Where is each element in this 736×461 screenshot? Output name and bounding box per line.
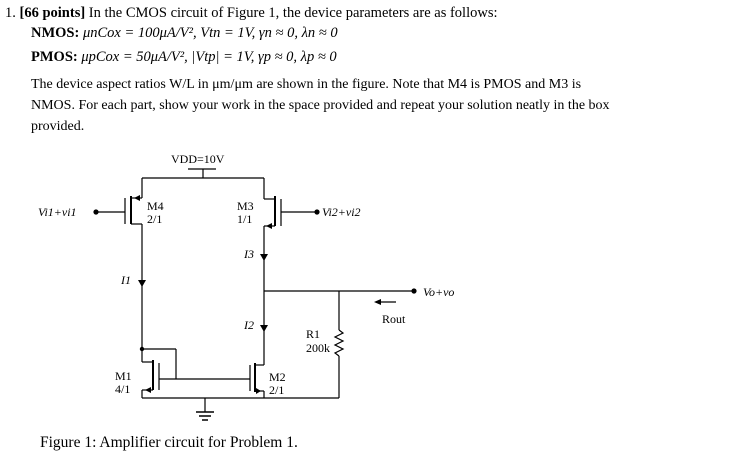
i1-label: I1	[120, 273, 131, 287]
transistor-m1	[139, 346, 250, 398]
problem-intro: In the CMOS circuit of Figure 1, the dev…	[88, 5, 498, 21]
m4-ratio: 2/1	[147, 212, 162, 226]
vdd-label: VDD=10V	[171, 152, 225, 166]
m1-name: M1	[115, 369, 132, 383]
r1-name: R1	[306, 327, 320, 341]
input-1-label: Vi1+vi1	[38, 205, 77, 219]
output-label: Vo+vo	[423, 285, 454, 299]
transistor-m2	[249, 363, 265, 398]
m1-ratio: 4/1	[115, 382, 130, 396]
ground-icon	[196, 398, 214, 421]
paragraph-line-1: The device aspect ratios W/L in μm/μm ar…	[31, 77, 582, 92]
input-2-label: Vi2+vi2	[322, 205, 361, 219]
rout-label: Rout	[382, 312, 406, 326]
m2-name: M2	[269, 370, 286, 384]
problem-header: 1. [66 points] In the CMOS circuit of Fi…	[5, 4, 498, 22]
i3-arrow	[260, 254, 268, 261]
m3-name: M3	[237, 199, 254, 213]
output-node	[411, 288, 417, 294]
nmos-params: μnCox = 100μA/V², Vtn = 1V, γn ≈ 0, λn ≈…	[82, 25, 338, 41]
r1-value: 200k	[306, 341, 330, 355]
i2-label: I2	[243, 318, 254, 332]
m3-ratio: 1/1	[237, 212, 252, 226]
m2-ratio: 2/1	[269, 383, 284, 397]
pmos-params-line: PMOS: μpCox = 50μA/V², |Vtp| = 1V, γp ≈ …	[31, 48, 337, 66]
figure-caption: Figure 1: Amplifier circuit for Problem …	[40, 434, 298, 451]
i2-arrow	[260, 325, 268, 332]
problem-number: 1.	[5, 5, 16, 21]
transistor-m4	[93, 178, 143, 238]
resistor-r1	[333, 291, 345, 390]
transistor-m3	[263, 178, 320, 240]
rout-arrow-head	[374, 299, 381, 305]
pmos-params: μpCox = 50μA/V², |Vtp| = 1V, γp ≈ 0, λp …	[81, 49, 337, 65]
nmos-label: NMOS:	[31, 25, 80, 41]
paragraph-line-2: NMOS. For each part, show your work in t…	[31, 98, 610, 113]
i1-arrow	[138, 280, 146, 287]
problem-points: [66 points]	[19, 5, 86, 21]
i3-label: I3	[243, 247, 254, 261]
paragraph-line-3: provided.	[31, 119, 85, 134]
pmos-label: PMOS:	[31, 49, 78, 65]
m4-name: M4	[147, 199, 164, 213]
nmos-params-line: NMOS: μnCox = 100μA/V², Vtn = 1V, γn ≈ 0…	[31, 24, 338, 42]
